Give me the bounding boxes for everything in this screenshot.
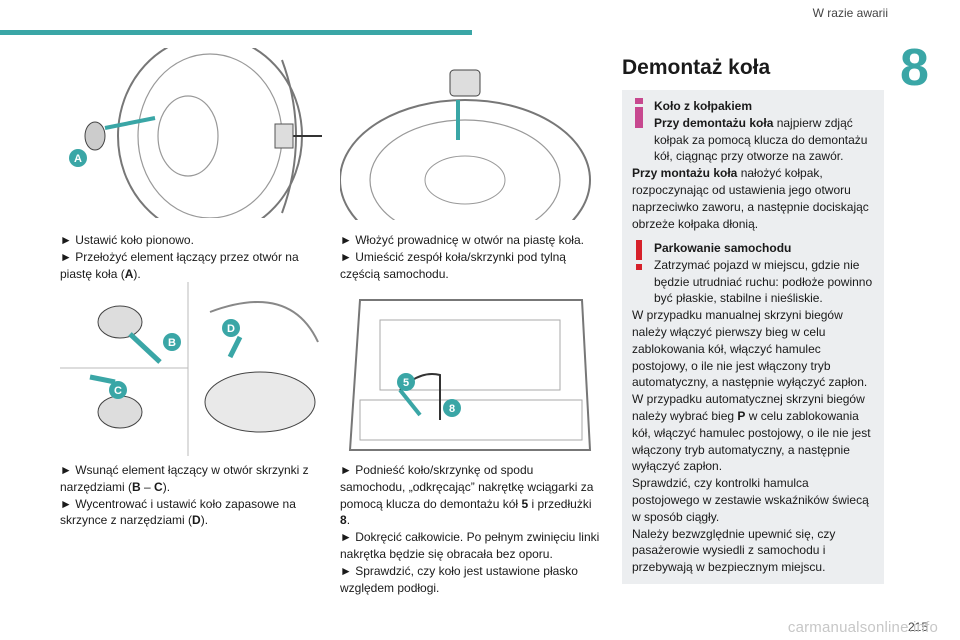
note-parking-p1: Zatrzymać pojazd w miejscu, gdzie nie bę…	[654, 257, 873, 306]
label-5: 5	[403, 377, 409, 389]
step-center-spare: ► Wycentrować i ustawić koło zapasowe na…	[60, 496, 296, 528]
note-parking-p2: W przypadku manualnej skrzyni biegów nal…	[632, 308, 868, 390]
step-place-under-car: ► Umieścić zespół koła/skrzynki pod tyln…	[340, 249, 566, 281]
header-accent-bar	[0, 30, 472, 35]
step-set-wheel-upright: ► Ustawić koło pionowo.	[60, 233, 194, 247]
label-c: C	[114, 385, 122, 397]
info-note-hubcap: Koło z kołpakiem Przy demontażu koła naj…	[622, 90, 884, 241]
note-parking-header: Parkowanie samochodu	[654, 241, 792, 255]
label-8: 8	[449, 403, 455, 415]
guide-insert-illustration	[340, 69, 591, 220]
note-parking-p4: Sprawdzić, czy kontrolki hamulca postojo…	[632, 476, 869, 524]
page-number: 215	[907, 620, 928, 634]
figure-guide-insert	[340, 60, 602, 220]
watermark: carmanualsonline.info	[787, 619, 938, 636]
step-check-flat: ► Sprawdzić, czy koło jest ustawione pła…	[340, 563, 578, 595]
note-parking-p5: Należy bezwzględnie upewnić się, czy pas…	[632, 526, 836, 575]
step-tighten: ► Dokręcić całkowicie. Po pełnym zwinięc…	[340, 530, 600, 561]
step-insert-connector: ► Wsunąć element łączący w otwór skrzynk…	[60, 463, 309, 494]
figure-wheel-upright: A	[60, 48, 322, 218]
col2-steps-top: ► Włożyć prowadnicę w otwór na piastę ko…	[340, 232, 602, 282]
label-b: B	[168, 337, 176, 349]
info-icon	[635, 98, 643, 128]
note-hubcap-header: Koło z kołpakiem	[654, 99, 753, 113]
step-pass-connector: ► Przełożyć element łączący przez otwór …	[60, 249, 299, 281]
step-insert-guide: ► Włożyć prowadnicę w otwór na piastę ko…	[340, 233, 584, 247]
step-raise-wheel: ► Podnieść koło/skrzynkę od spodu samoch…	[340, 463, 594, 528]
col2-steps-bottom: ► Podnieść koło/skrzynkę od spodu samoch…	[340, 462, 602, 596]
figure-connector-toolbox: B C D	[60, 282, 322, 456]
connector-toolbox-illustration: B C D	[60, 282, 319, 456]
note-parking-p3: W przypadku automatycznej skrzyni biegów…	[632, 392, 871, 474]
label-a: A	[74, 153, 82, 165]
label-d: D	[227, 323, 235, 335]
col1-steps-bottom: ► Wsunąć element łączący w otwór skrzynk…	[60, 462, 322, 529]
section-heading: Demontaż koła	[622, 56, 771, 79]
trunk-winch-illustration: 5 8	[348, 299, 592, 451]
figure-trunk-winch: 5 8	[340, 290, 602, 454]
warning-icon	[636, 240, 642, 270]
section-title: W razie awarii	[812, 6, 888, 20]
col1-steps-top: ► Ustawić koło pionowo. ► Przełożyć elem…	[60, 232, 322, 282]
wheel-upright-illustration: A	[69, 48, 322, 218]
warning-note-parking: Parkowanie samochodu Zatrzymać pojazd w …	[622, 232, 884, 584]
chapter-number: 8	[900, 39, 929, 97]
